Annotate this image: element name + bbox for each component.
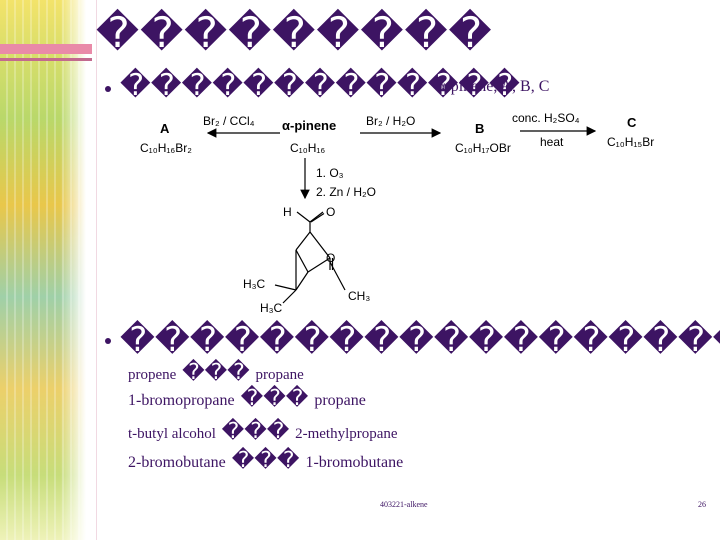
conversion-1-from: propene xyxy=(128,367,177,383)
strip-fade xyxy=(60,0,86,540)
conversion-4-mark: ��� xyxy=(231,447,300,472)
conversion-row-2: 1-bromopropane ��� propane xyxy=(128,385,366,411)
footer-course-code: 403221-alkene xyxy=(380,500,428,509)
atom-o-ketone: O xyxy=(326,251,335,265)
reagent-br2-ccl4: Br₂ / CCl₄ xyxy=(203,114,255,128)
compound-pinene-label: α-pinene xyxy=(282,118,336,133)
reagent-br2-h2o: Br₂ / H₂O xyxy=(366,114,415,128)
conversion-2-to: propane xyxy=(314,392,366,409)
reagent-h2so4: conc. H₂SO₄ xyxy=(512,111,580,125)
conversion-row-3: t-butyl alcohol ��� 2-methylpropane xyxy=(128,418,398,444)
margin-line xyxy=(96,0,97,540)
conversion-4-to: 1-bromobutane xyxy=(305,454,404,471)
compound-pinene-formula: C₁₀H₁₆ xyxy=(290,141,325,155)
title-accent-line xyxy=(0,58,92,61)
conversion-1-mark: ��� xyxy=(182,359,250,384)
conversion-row-1: propene ��� propane xyxy=(128,359,304,385)
atom-h: H xyxy=(283,205,292,219)
bullet-2-text: ������������������ xyxy=(120,322,720,359)
bullet-1-marker xyxy=(105,86,111,92)
conversion-4-from: 2-bromobutane xyxy=(128,454,226,471)
conversion-3-to: 2-methylpropane xyxy=(295,426,398,442)
group-ch3: CH₃ xyxy=(348,289,370,303)
conversion-2-from: 1-bromopropane xyxy=(128,392,235,409)
atom-o-aldehyde: O xyxy=(326,205,335,219)
conversion-2-mark: ��� xyxy=(240,385,309,410)
slide-title: ��������� xyxy=(96,11,493,57)
compound-a-label: A xyxy=(160,121,170,136)
reagent-heat: heat xyxy=(540,135,564,149)
compound-b-label: B xyxy=(475,121,484,136)
bullet-1-compounds: α-pinene, A, B, C xyxy=(437,78,550,95)
group-h3c-lower: H₃C xyxy=(260,301,283,315)
conversion-3-mark: ��� xyxy=(221,418,290,443)
compound-c-formula: C₁₀H₁₅Br xyxy=(607,135,654,149)
group-h3c-upper: H₃C xyxy=(243,277,266,291)
step-ozone: 1. O₃ xyxy=(316,166,344,180)
compound-c-label: C xyxy=(627,115,637,130)
title-accent-bar xyxy=(0,44,92,54)
step-zinc-water: 2. Zn / H₂O xyxy=(316,185,376,199)
conversion-3-from: t-butyl alcohol xyxy=(128,426,216,442)
product-structure xyxy=(274,211,346,304)
footer-page-number: 26 xyxy=(698,500,706,509)
compound-b-formula: C₁₀H₁₇OBr xyxy=(455,141,511,155)
bullet-2-marker xyxy=(105,338,111,344)
bullet-1-text: ������������� xyxy=(120,69,520,102)
compound-a-formula: C₁₀H₁₆Br₂ xyxy=(140,141,192,155)
conversion-1-to: propane xyxy=(255,367,304,383)
conversion-row-4: 2-bromobutane ��� 1-bromobutane xyxy=(128,447,403,473)
